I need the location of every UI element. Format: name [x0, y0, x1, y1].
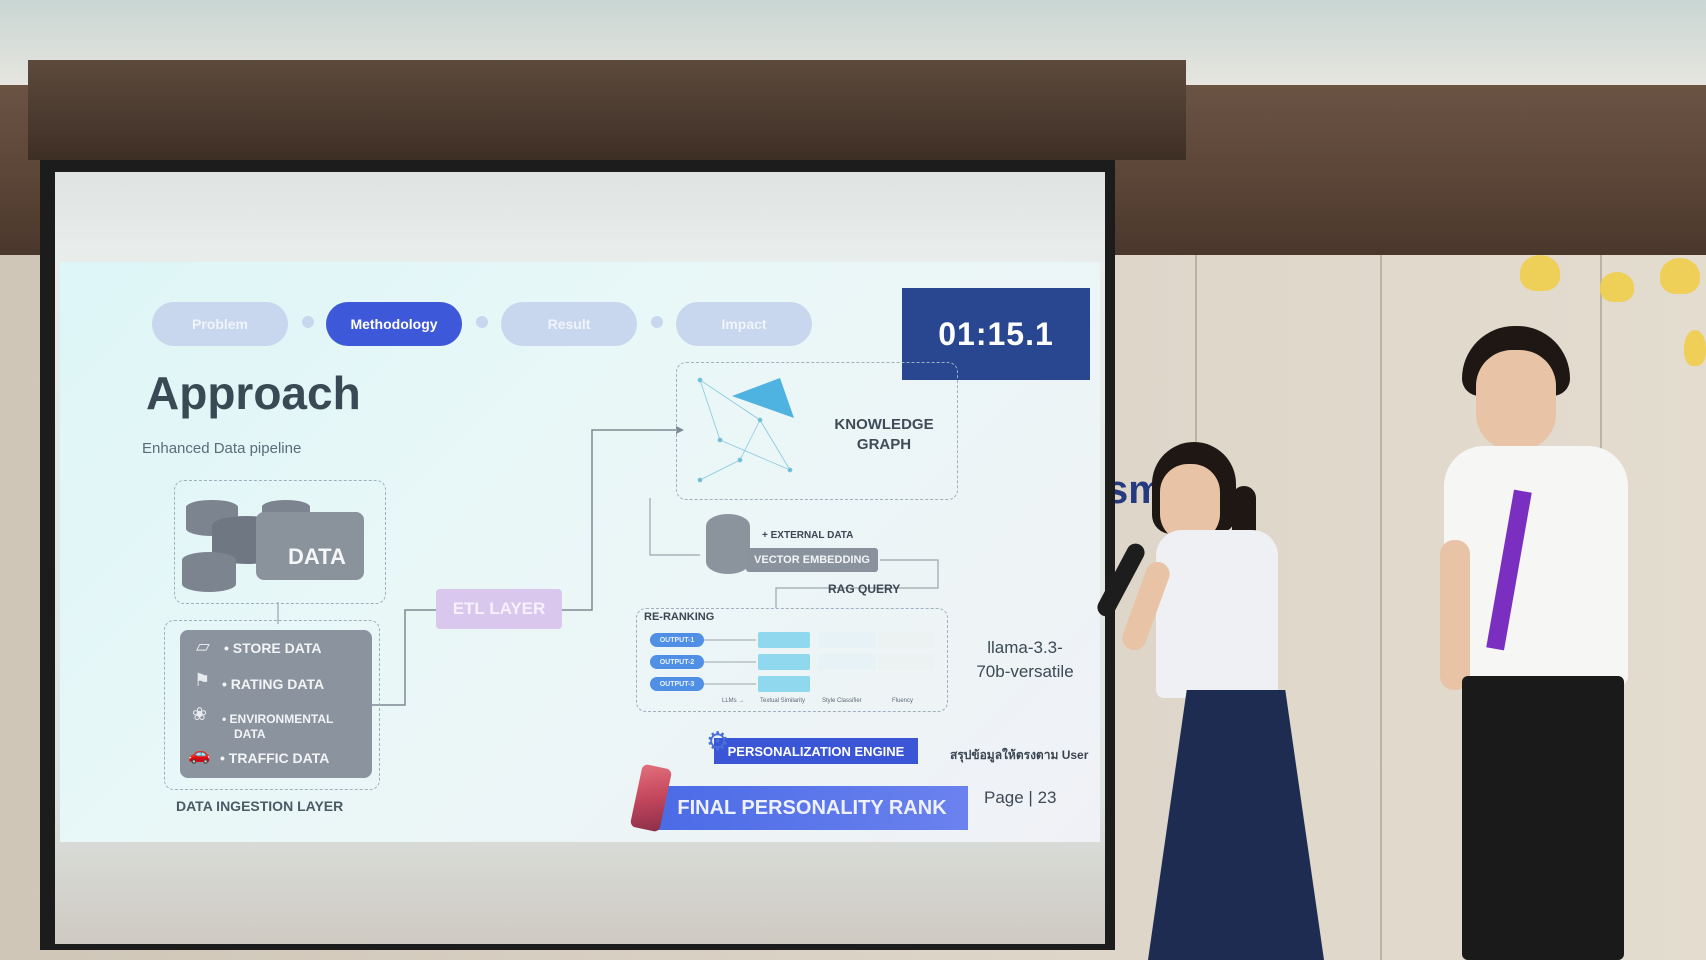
ingestion-panel: [180, 630, 372, 778]
reranking-caption: LLMs →: [722, 698, 745, 704]
score-bar: [758, 676, 810, 692]
projector-housing: [28, 60, 1186, 160]
ingestion-item-store: • STORE DATA: [224, 640, 322, 656]
arm: [1440, 540, 1470, 690]
data-source-container: [174, 480, 386, 604]
model-line-2: 70b-versatile: [976, 662, 1074, 681]
knowledge-graph-label: KNOWLEDGE GRAPH: [820, 415, 948, 455]
score-bar: [878, 632, 934, 648]
reranking-caption: Style Classifier: [822, 698, 862, 704]
timer-display: 01:15.1: [902, 288, 1090, 380]
kg-line-1: KNOWLEDGE: [834, 416, 934, 433]
store-icon: ▱: [196, 636, 210, 656]
slide-subtitle: Enhanced Data pipeline: [142, 440, 302, 457]
score-bar: [758, 632, 810, 648]
slide-title: Approach: [146, 367, 361, 419]
nav-pill-result: Result: [501, 302, 637, 346]
score-bar: [878, 654, 934, 670]
ingestion-container: [164, 620, 380, 790]
heart-decoration: [1684, 330, 1706, 366]
model-line-1: llama-3.3-: [987, 638, 1063, 657]
trousers: [1462, 676, 1624, 960]
nav-dot: [476, 316, 488, 328]
ingestion-item-environmental-cont: DATA: [234, 727, 266, 741]
shirt: [1444, 446, 1628, 686]
output-pill: OUTPUT-2: [650, 655, 704, 669]
nav-pill-problem: Problem: [152, 302, 288, 346]
face: [1476, 350, 1556, 450]
nav-dot: [651, 316, 663, 328]
blouse: [1156, 530, 1278, 698]
thai-note: สรุปข้อมูลให้ตรงตาม User: [950, 748, 1089, 762]
etl-layer-box: ETL LAYER: [436, 589, 562, 629]
page-number: Page | 23: [984, 788, 1057, 807]
heart-decoration: [1660, 258, 1700, 294]
score-bar: [818, 632, 876, 648]
personalization-engine-box: PERSONALIZATION ENGINE: [714, 738, 918, 764]
model-label: llama-3.3- 70b-versatile: [960, 636, 1090, 684]
kg-line-2: GRAPH: [856, 436, 912, 453]
vector-database-icon: [706, 514, 750, 574]
score-bar: [818, 654, 876, 670]
rag-query-label: RAG QUERY: [828, 582, 901, 596]
reranking-title: RE-RANKING: [644, 611, 715, 623]
nav-pill-methodology: Methodology: [326, 302, 462, 346]
heart-decoration: [1600, 272, 1634, 302]
reranking-container: [636, 608, 948, 712]
output-pill: OUTPUT-1: [650, 633, 704, 647]
ingestion-item-environmental: • ENVIRONMENTAL: [222, 712, 334, 726]
car-icon: 🚗: [188, 744, 211, 764]
vector-embedding-box: VECTOR EMBEDDING: [746, 548, 878, 572]
face: [1160, 464, 1220, 542]
nav-pill-impact: Impact: [676, 302, 812, 346]
knowledge-graph-container: [676, 362, 958, 500]
data-label-box: [256, 512, 364, 580]
rating-icon: ⚑: [194, 670, 211, 690]
ingestion-layer-title: DATA INGESTION LAYER: [176, 798, 344, 814]
final-rank-banner: FINAL PERSONALITY RANK: [656, 786, 968, 830]
heart-decoration: [1520, 255, 1560, 291]
environment-icon: ❀: [192, 704, 208, 724]
gear-icon: ⚙: [706, 726, 730, 756]
ingestion-item-traffic: • TRAFFIC DATA: [220, 750, 330, 766]
nav-dot: [302, 316, 314, 328]
wall-panel-seam: [1380, 255, 1382, 960]
reranking-caption: Textual Similarity: [760, 698, 806, 704]
database-icon: [182, 552, 236, 592]
reranking-caption: Fluency: [892, 698, 914, 704]
output-pill: OUTPUT-3: [650, 677, 704, 691]
data-label: DATA: [288, 544, 346, 569]
score-bar: [758, 654, 810, 670]
external-data-label: + EXTERNAL DATA: [762, 530, 854, 541]
ingestion-item-rating: • RATING DATA: [222, 676, 325, 692]
